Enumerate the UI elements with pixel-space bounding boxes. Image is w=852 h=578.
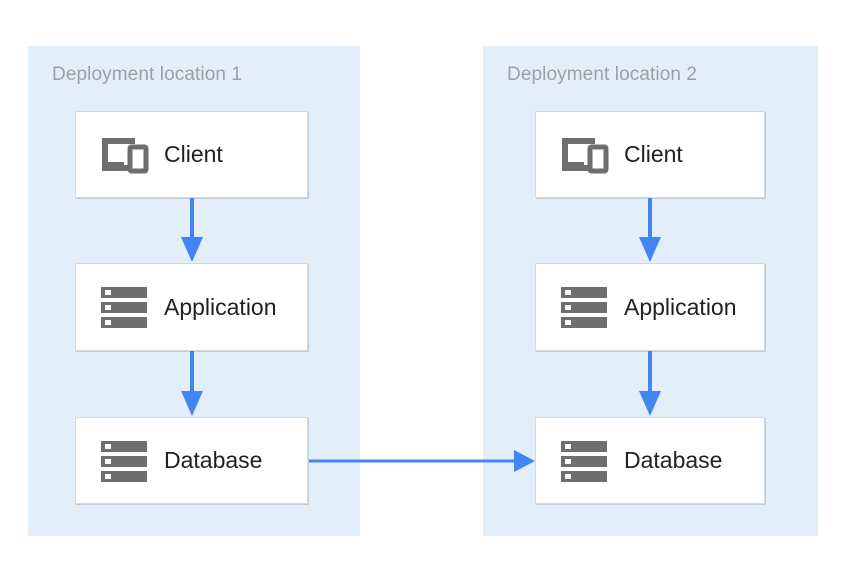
node-application-1[interactable]: Application bbox=[75, 263, 308, 351]
node-client-2[interactable]: Client bbox=[535, 111, 765, 198]
server-icon bbox=[94, 285, 156, 329]
node-application-2-label: Application bbox=[624, 293, 737, 320]
devices-icon bbox=[94, 135, 156, 175]
node-client-1[interactable]: Client bbox=[75, 111, 308, 198]
node-database-1[interactable]: Database bbox=[75, 417, 308, 504]
server-icon bbox=[94, 439, 156, 483]
node-application-1-label: Application bbox=[164, 293, 277, 320]
server-icon bbox=[554, 439, 616, 483]
zone-1-label: Deployment location 1 bbox=[52, 64, 243, 85]
node-database-2-label: Database bbox=[624, 447, 723, 473]
node-application-2[interactable]: Application bbox=[535, 263, 765, 351]
server-icon bbox=[554, 285, 616, 329]
node-database-2[interactable]: Database bbox=[535, 417, 765, 504]
devices-icon bbox=[554, 135, 616, 175]
node-client-2-label: Client bbox=[624, 141, 683, 167]
zone-2-label: Deployment location 2 bbox=[507, 64, 698, 85]
node-client-1-label: Client bbox=[164, 141, 223, 167]
node-database-1-label: Database bbox=[164, 447, 263, 473]
